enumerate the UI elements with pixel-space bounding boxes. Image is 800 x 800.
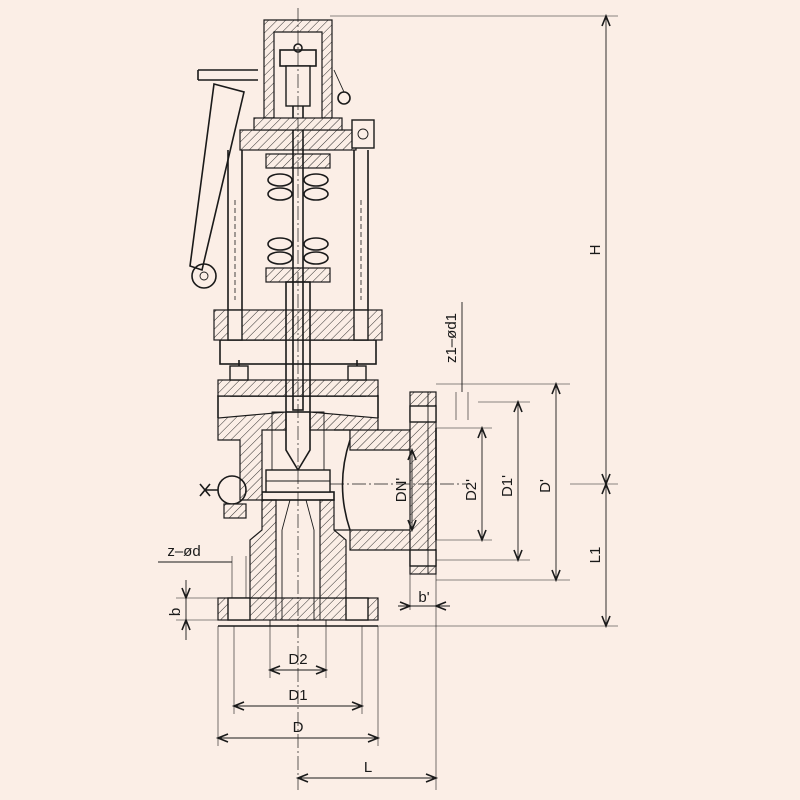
dim-label-DN-prime: DN': [393, 478, 410, 503]
dimension-lines: [158, 13, 618, 790]
dim-label-L: L: [364, 759, 372, 776]
dim-label-D1: D1: [288, 687, 307, 704]
dim-label-L1: L1: [587, 547, 604, 564]
dim-label-b-prime: b': [418, 589, 429, 606]
dim-label-D-prime: D': [537, 479, 554, 493]
dim-label-D2: D2: [288, 651, 307, 668]
lift-lever: [197, 69, 258, 81]
bonnet-spring-assembly: [189, 19, 383, 413]
dim-label-D1-prime: D1': [499, 475, 516, 497]
dim-label-z1-d1: z1–ød1: [443, 313, 460, 363]
dim-label-D: D: [293, 719, 304, 736]
dim-label-b: b: [167, 608, 184, 616]
dim-label-z-d: z–ød: [167, 543, 200, 560]
dim-label-H: H: [587, 245, 604, 256]
dim-label-D2-prime: D2': [463, 479, 480, 501]
